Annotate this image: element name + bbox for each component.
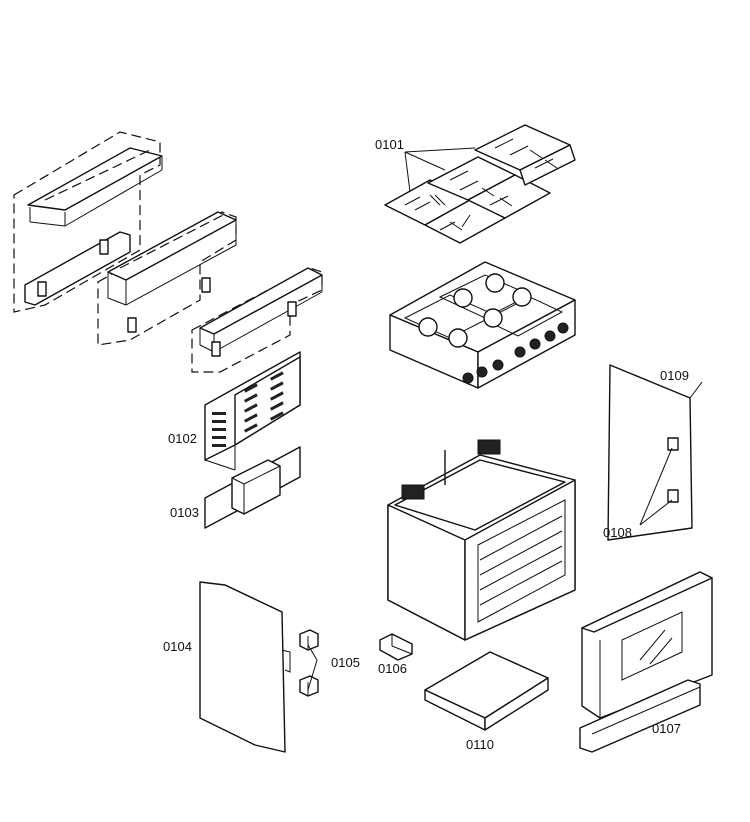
callout-0110: 0110 bbox=[466, 737, 494, 752]
bracket-upper bbox=[299, 629, 319, 651]
callout-0102: 0102 bbox=[168, 431, 197, 446]
backguard-tall bbox=[13, 131, 163, 313]
burner-grates bbox=[384, 124, 576, 244]
cooktop-knobs bbox=[462, 322, 569, 384]
warming-drawer bbox=[424, 651, 549, 731]
lower-rear-panel bbox=[204, 446, 301, 529]
oven-racks bbox=[477, 499, 566, 623]
louver-slots bbox=[212, 371, 284, 447]
callout-0107: 0107 bbox=[652, 721, 681, 736]
callout-0104: 0104 bbox=[163, 639, 192, 654]
louvered-rear-panel bbox=[204, 351, 301, 471]
oven-chassis bbox=[387, 439, 576, 641]
leader-lines bbox=[307, 147, 703, 691]
callout-0105: 0105 bbox=[331, 655, 360, 670]
callout-0103: 0103 bbox=[170, 505, 199, 520]
clip-bracket bbox=[379, 633, 413, 661]
side-panel-right bbox=[607, 364, 693, 541]
callout-0106: 0106 bbox=[378, 661, 407, 676]
backguard-low bbox=[191, 267, 323, 373]
cooktop-burners bbox=[418, 273, 532, 348]
oven-burner-assemblies bbox=[401, 439, 501, 500]
side-panel bbox=[199, 581, 291, 753]
backguard-medium bbox=[97, 211, 237, 346]
oven-door bbox=[581, 571, 713, 719]
kick-panel bbox=[579, 679, 701, 753]
callout-0101: 0101 bbox=[375, 137, 404, 152]
cooktop bbox=[389, 261, 576, 389]
grate-fingers bbox=[404, 138, 558, 231]
callout-0108: 0108 bbox=[603, 525, 632, 540]
callout-labels: 0101 0102 0103 0104 0105 0106 0107 0108 … bbox=[163, 137, 689, 752]
callout-0109: 0109 bbox=[660, 368, 689, 383]
